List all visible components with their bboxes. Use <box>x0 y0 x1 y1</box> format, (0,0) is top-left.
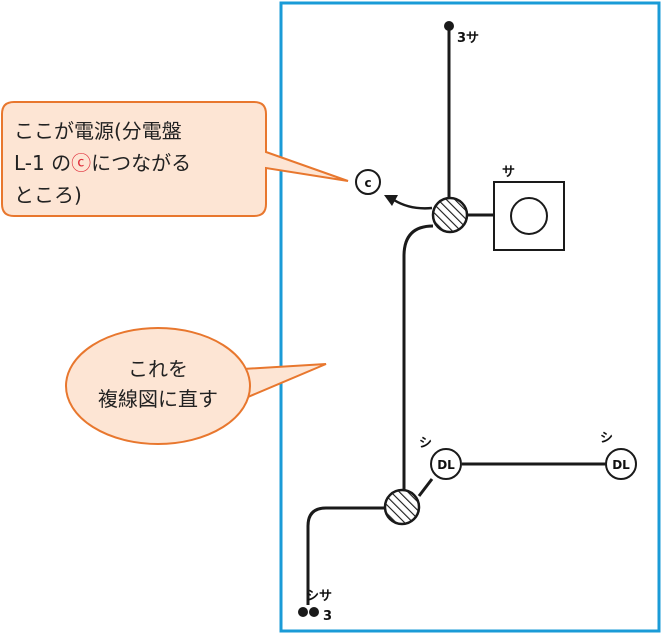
callout-source-line1: ここが電源(分電盤 <box>14 119 182 143</box>
callout-convert-line2: 複線図に直す <box>98 387 218 411</box>
junction-box-bottom <box>383 488 421 526</box>
downlight-left-label: シ <box>419 436 432 451</box>
source-arrow <box>393 198 433 210</box>
callout-source-line2: L-1 のⓒにつながる <box>14 151 191 175</box>
downlight-right-label: シ <box>600 431 613 446</box>
bottom-switch-number: 3 <box>323 609 332 624</box>
callout-source-line2-prefix: L-1 の <box>14 151 71 175</box>
switch-box-label: サ <box>502 165 515 180</box>
callout-source-line2-suffix: につながる <box>91 151 191 175</box>
junction-box-top <box>431 196 469 234</box>
top-outlet-dot <box>444 21 454 31</box>
downlight-right-text: DL <box>612 458 630 472</box>
source-arrow-head <box>384 195 398 206</box>
wire-to-dl-left <box>417 478 434 497</box>
bottom-switch-dot-left <box>298 607 308 617</box>
callout-source-bubble <box>1 101 349 217</box>
source-symbol <box>355 169 381 195</box>
wire-group <box>306 26 606 605</box>
downlight-left-text: DL <box>437 458 455 472</box>
top-outlet-label: 3サ <box>457 31 479 46</box>
source-symbol-label: c <box>364 176 371 190</box>
wire-main-vertical <box>402 224 434 490</box>
switch-box-circle <box>510 197 548 235</box>
bottom-switch-dot-right <box>309 607 319 617</box>
circled-c-icon: ⓒ <box>71 151 91 175</box>
callout-convert-bubble <box>65 327 251 445</box>
diagram-frame <box>279 1 661 633</box>
wire-bottom <box>306 506 385 605</box>
switch-box <box>493 181 565 251</box>
callout-convert-line1: これを <box>128 357 188 381</box>
bottom-switch-label: シサ <box>306 589 332 604</box>
callout-convert-tail-mask <box>222 372 240 400</box>
callout-source-line3: ところ) <box>14 183 82 207</box>
downlight-right <box>605 448 637 480</box>
downlight-left <box>430 448 462 480</box>
